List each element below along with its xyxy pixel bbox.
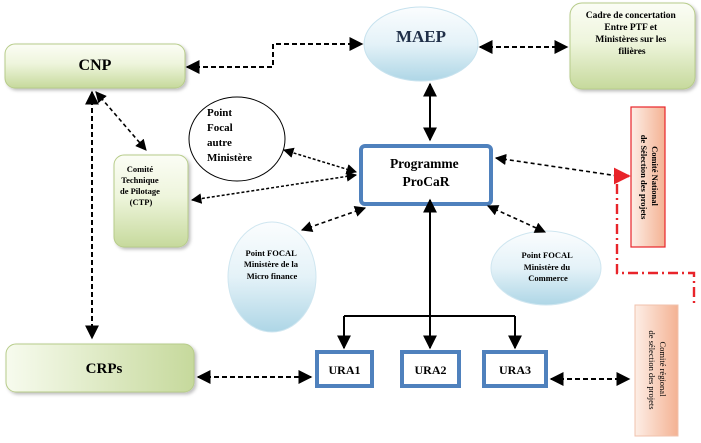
ctp-line-3: de Pilotage — [120, 186, 160, 196]
point-focal-autre-text: Point Focal autre Ministère — [207, 107, 252, 164]
ctp-line-1: Comité — [127, 164, 154, 174]
ura1-label: URA1 — [329, 363, 361, 377]
pfa-line-2: Focal — [207, 122, 233, 134]
cadre-line-1: Cadre de concertation — [586, 11, 677, 21]
cadre-concertation-node: Cadre de concertation Entre PTF et Minis… — [569, 2, 696, 90]
edge-pfa-programme — [282, 147, 358, 175]
edge-programme-commerce — [486, 205, 547, 233]
edge-cnp-maep — [185, 37, 364, 74]
point-focal-micro-text: Point FOCAL Ministère de la Micro financ… — [244, 248, 300, 281]
red-link — [613, 167, 696, 305]
ura1-node: URA1 — [315, 350, 374, 388]
programme-text: Programme ProCaR — [390, 156, 462, 189]
ura3-label: URA3 — [499, 363, 531, 377]
point-focal-commerce-node: Point FOCAL Ministère du Commerce — [490, 230, 602, 306]
maep-node: MAEP — [363, 6, 479, 82]
point-focal-commerce-text: Point FOCAL Ministère du Commerce — [522, 250, 575, 283]
ctp-node: Comité Technique de Pilotage (CTP) — [113, 154, 189, 248]
crps-node: CRPs — [5, 343, 195, 393]
cadre-line-4: filières — [618, 47, 646, 57]
ura2-label: URA2 — [415, 363, 447, 377]
pfa-line-4: Ministère — [207, 152, 252, 164]
pfm-line-2: Ministère de la — [244, 259, 299, 269]
point-focal-autre-node: Point Focal autre Ministère — [188, 96, 286, 182]
maep-label: MAEP — [396, 27, 446, 46]
edge-cnp-ctp — [95, 91, 147, 151]
cr-line-2: de sélection des projets — [647, 330, 657, 409]
comite-regional-text: Comité régional de sélection des projets — [647, 330, 668, 409]
cnp-node: CNP — [4, 43, 186, 89]
ctp-line-2: Technique — [121, 175, 159, 185]
cn-line-2: de Sélection des projets — [639, 135, 649, 220]
cadre-line-2: Entre PTF et — [604, 23, 658, 33]
pfa-line-1: Point — [207, 107, 232, 119]
crps-label: CRPs — [86, 361, 123, 377]
ura2-node: URA2 — [400, 350, 461, 388]
cr-line-1: Comité régional — [658, 341, 668, 397]
pfc-line-2: Ministère du — [524, 262, 571, 272]
programme-line-2: ProCaR — [403, 174, 450, 189]
ura3-node: URA3 — [482, 350, 548, 388]
cn-line-1: Comité National — [650, 146, 660, 206]
cadre-concertation-text: Cadre de concertation Entre PTF et Minis… — [586, 11, 678, 57]
pfm-line-1: Point FOCAL — [246, 248, 298, 258]
ctp-line-4: (CTP) — [130, 197, 153, 207]
pfa-line-3: autre — [207, 137, 232, 149]
pfm-line-3: Micro finance — [247, 271, 298, 281]
edge-ctp-programme — [190, 171, 358, 204]
programme-procar-node: Programme ProCaR — [359, 144, 493, 206]
comite-national-node: Comité National de Sélection des projets — [630, 106, 666, 248]
point-focal-micro-node: Point FOCAL Ministère de la Micro financ… — [227, 221, 317, 333]
comite-national-text: Comité National de Sélection des projets — [639, 135, 660, 220]
pfc-line-3: Commerce — [528, 273, 568, 283]
connectors — [85, 37, 631, 386]
edge-comite-national-comite-regional — [613, 167, 696, 305]
comite-regional-node: Comité régional de sélection des projets — [634, 304, 679, 437]
programme-line-1: Programme — [390, 156, 459, 171]
ctp-text: Comité Technique de Pilotage (CTP) — [120, 164, 162, 207]
edge-programme-comite-national — [494, 153, 627, 182]
edge-programme-micro — [300, 206, 367, 232]
cnp-label: CNP — [79, 57, 112, 74]
pfc-line-1: Point FOCAL — [522, 250, 574, 260]
cadre-line-3: Ministères sur les — [595, 35, 666, 45]
